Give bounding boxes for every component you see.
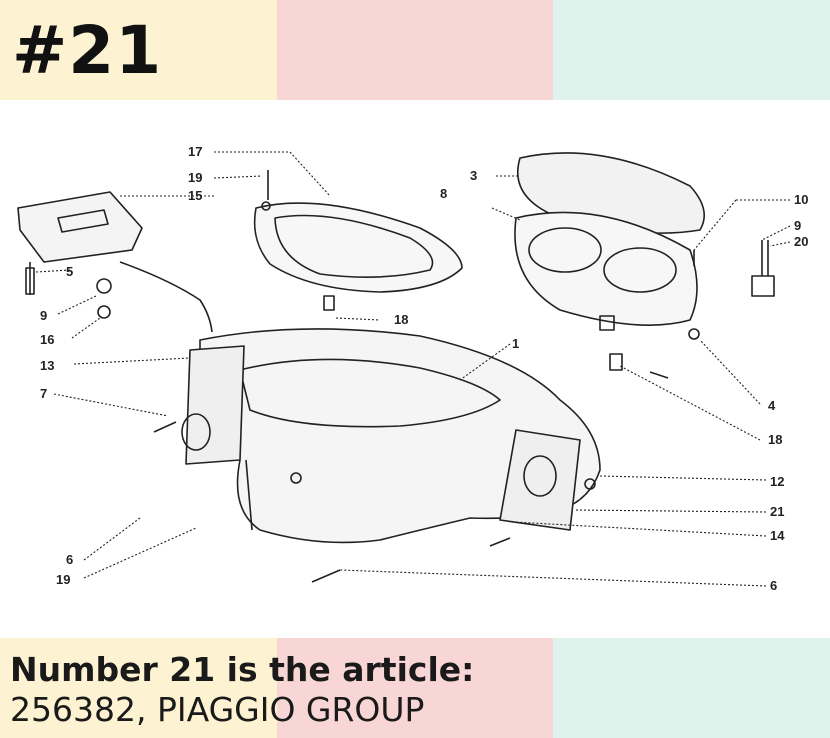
callout-19-top: 19	[188, 170, 202, 185]
callout-1: 1	[512, 336, 519, 351]
callout-18-lower: 18	[768, 432, 782, 447]
instrument-bezel-part	[253, 170, 463, 311]
callout-15: 15	[188, 188, 202, 203]
header-band-pink	[276, 0, 554, 100]
callout-17: 17	[188, 144, 202, 159]
screw-parts	[153, 328, 700, 583]
callout-3: 3	[470, 168, 477, 183]
caption-article: 256382, PIAGGIO GROUP	[10, 690, 425, 729]
callout-13: 13	[40, 358, 54, 373]
display-unit-part	[17, 191, 213, 333]
caption-band-mint	[553, 638, 830, 738]
caption-heading: Number 21 is the article:	[10, 650, 475, 689]
callout-8: 8	[440, 186, 447, 201]
connector-part	[751, 240, 775, 297]
callout-19-bottom: 19	[56, 572, 70, 587]
callout-7: 7	[40, 386, 47, 401]
caption-band-yellow	[0, 638, 277, 738]
header-band-mint	[553, 0, 830, 100]
callout-10: 10	[794, 192, 808, 207]
header-band	[0, 0, 830, 100]
callout-20: 20	[794, 234, 808, 249]
caption-band-pink	[276, 638, 554, 738]
callout-16: 16	[40, 332, 54, 347]
instrument-cluster-part	[514, 152, 706, 331]
callout-5: 5	[66, 264, 73, 279]
handlebar-cover-part	[181, 328, 601, 544]
callout-9-right: 9	[794, 218, 801, 233]
callout-9-left: 9	[40, 308, 47, 323]
item-number-label: #21	[12, 12, 163, 89]
callout-21: 21	[770, 504, 784, 519]
caption-band	[0, 638, 830, 738]
callout-4: 4	[768, 398, 776, 413]
callout-12: 12	[770, 474, 784, 489]
callout-6-right: 6	[770, 578, 777, 593]
exploded-parts-diagram: 17 19 15 5 9 16 13 7 6 19 18 3 8 10 9 20…	[17, 144, 808, 593]
callout-6-left: 6	[66, 552, 73, 567]
header-band-yellow	[0, 0, 277, 100]
callout-14: 14	[770, 528, 785, 543]
callout-18-upper: 18	[394, 312, 408, 327]
